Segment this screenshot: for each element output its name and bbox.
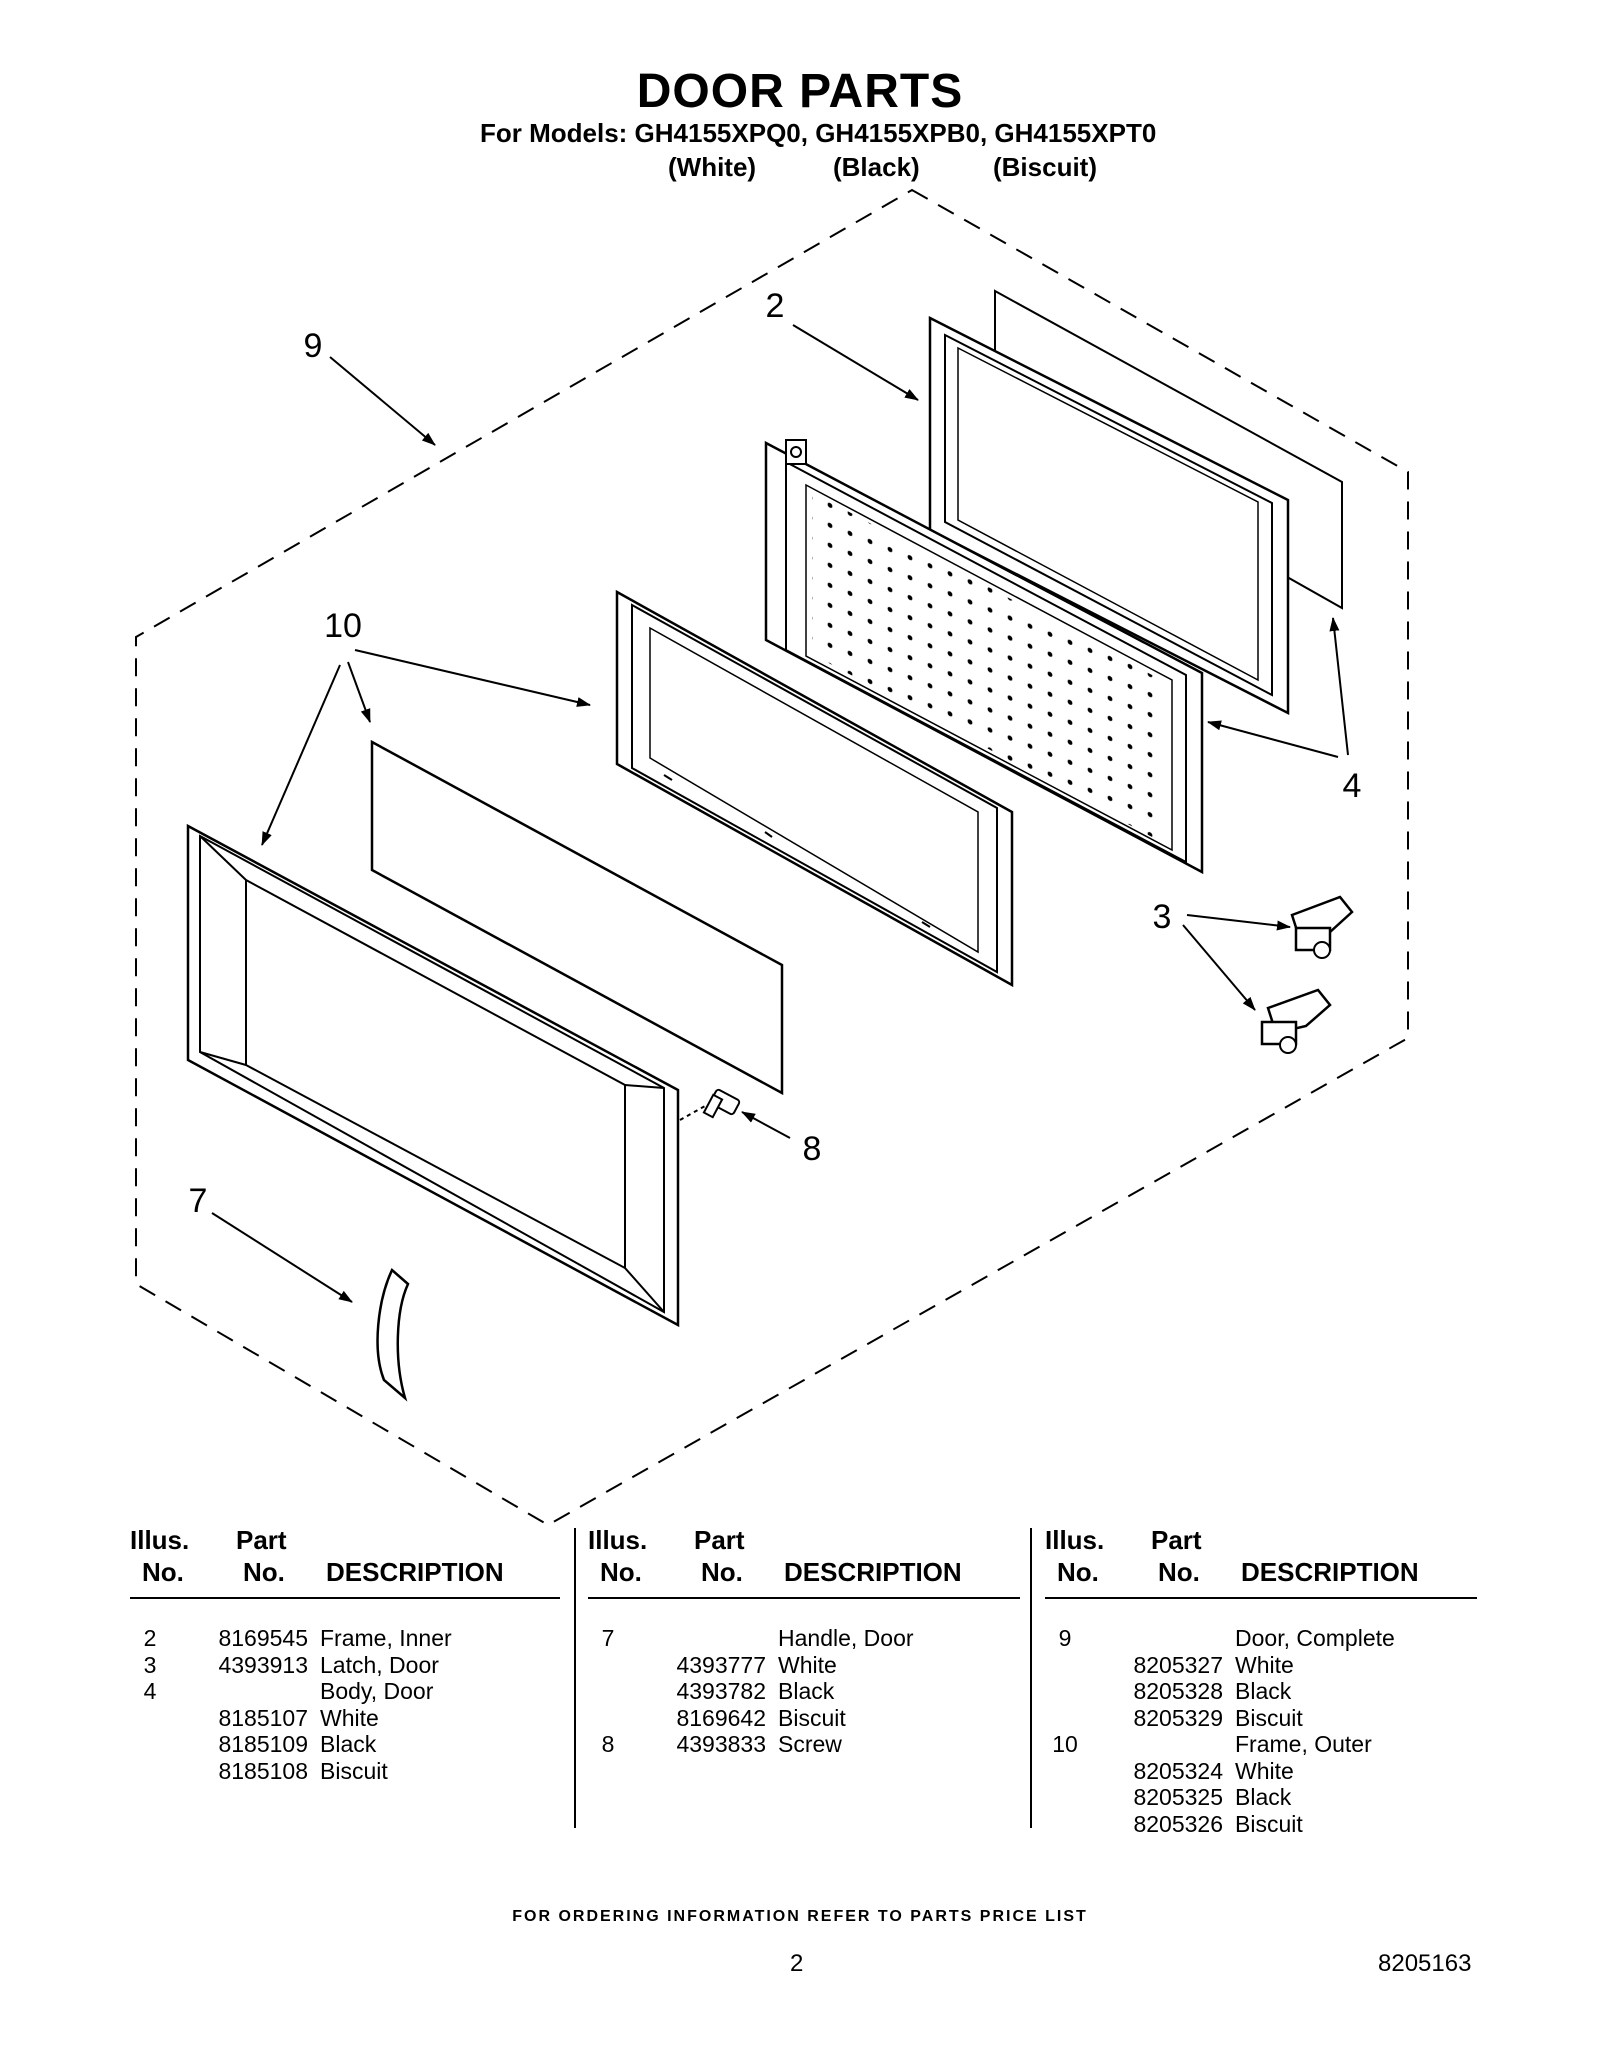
column-divider <box>1030 1528 1032 1828</box>
choke-frame-part <box>615 589 1014 988</box>
part-description: Door, Complete <box>1235 1625 1395 1651</box>
part-header-top: Part <box>1151 1525 1202 1555</box>
inner-frame-part <box>928 315 1290 716</box>
part-number: 8205327 <box>1133 1651 1223 1678</box>
callout-2: 2 <box>766 287 785 325</box>
header-rule <box>588 1597 1020 1599</box>
page-number: 2 <box>790 1950 804 1977</box>
handle-part <box>376 1267 410 1402</box>
leader-arrow-3-a <box>1186 914 1291 931</box>
part-number: 4393913 <box>218 1651 308 1678</box>
part-description: Black <box>320 1731 377 1757</box>
part-description: Biscuit <box>1235 1704 1303 1731</box>
part-description: Black <box>778 1678 835 1704</box>
part-number: 4393833 <box>676 1731 766 1757</box>
column-divider <box>574 1528 576 1828</box>
part-header-top: Part <box>236 1525 287 1555</box>
part-number: 8185107 <box>218 1704 308 1731</box>
callout-3: 3 <box>1153 898 1172 936</box>
illus-number: 2 <box>143 1625 157 1651</box>
part-header-bottom: No. <box>701 1557 743 1587</box>
description-header: DESCRIPTION <box>1241 1557 1419 1587</box>
part-number: 8205325 <box>1133 1784 1223 1810</box>
models-line: For Models: GH4155XPQ0, GH4155XPB0, GH41… <box>480 118 1157 148</box>
illus-number: 7 <box>601 1625 615 1651</box>
part-description: Latch, Door <box>320 1651 439 1678</box>
part-description: Biscuit <box>1235 1810 1303 1837</box>
part-description: Body, Door <box>320 1678 434 1704</box>
part-description: Frame, Outer <box>1235 1731 1372 1757</box>
part-number: 8185109 <box>218 1731 308 1757</box>
page-title: DOOR PARTS <box>636 65 964 118</box>
illus-header-bottom: No. <box>142 1557 184 1587</box>
document-number: 8205163 <box>1378 1950 1472 1977</box>
part-number: 8205326 <box>1133 1810 1223 1837</box>
leader-arrow-10-c <box>261 664 341 846</box>
leader-arrow-3-b <box>1182 924 1256 1011</box>
part-number: 8185108 <box>218 1757 308 1784</box>
assembly-outline <box>135 188 1409 1527</box>
illus-number: 8 <box>601 1731 615 1757</box>
part-description: Handle, Door <box>778 1625 914 1651</box>
leader-arrow-7 <box>211 1212 353 1303</box>
part-description: Frame, Inner <box>320 1625 452 1651</box>
leader-arrow-4-b <box>1329 617 1349 756</box>
illus-number: 9 <box>1058 1625 1072 1651</box>
callout-4: 4 <box>1343 767 1362 805</box>
leader-arrow-10-b <box>347 661 371 723</box>
part-header-top: Part <box>694 1525 745 1555</box>
illus-number: 4 <box>143 1678 157 1704</box>
part-header-bottom: No. <box>243 1557 285 1587</box>
part-description: Screw <box>778 1731 842 1757</box>
model-color-biscuit: (Biscuit) <box>993 152 1097 182</box>
leader-arrow-2 <box>792 324 919 401</box>
illus-header-bottom: No. <box>1057 1557 1099 1587</box>
description-header: DESCRIPTION <box>784 1557 962 1587</box>
part-description: Biscuit <box>320 1757 388 1784</box>
part-description: White <box>778 1651 837 1678</box>
callout-8: 8 <box>803 1130 822 1168</box>
callout-7: 7 <box>189 1182 208 1220</box>
description-header: DESCRIPTION <box>326 1557 504 1587</box>
outer-frame-part <box>186 823 680 1328</box>
ordering-footer: FOR ORDERING INFORMATION REFER TO PARTS … <box>512 1908 1088 1925</box>
part-description: Black <box>1235 1784 1292 1810</box>
door-body-part <box>764 439 1204 875</box>
callout-9: 9 <box>304 327 323 365</box>
front-glass-panel <box>370 739 784 1096</box>
callout-10: 10 <box>324 607 362 645</box>
illus-header-top: Illus. <box>1045 1525 1105 1555</box>
header-rule <box>1045 1597 1477 1599</box>
part-number: 8205328 <box>1133 1678 1223 1704</box>
illus-number: 3 <box>143 1651 157 1678</box>
leader-arrow-4-a <box>1207 720 1339 758</box>
part-number: 8169545 <box>218 1625 308 1651</box>
part-number: 8205324 <box>1133 1757 1223 1784</box>
illus-header-top: Illus. <box>588 1525 648 1555</box>
leader-arrow-8 <box>741 1111 791 1139</box>
part-description: White <box>320 1704 379 1731</box>
part-number: 4393777 <box>676 1651 766 1678</box>
part-description: White <box>1235 1757 1294 1784</box>
leader-arrow-10-a <box>354 649 591 707</box>
latch-lower-part <box>1260 988 1332 1054</box>
part-number: 4393782 <box>676 1678 766 1704</box>
leader-arrow-9 <box>329 356 436 446</box>
model-color-white: (White) <box>668 152 757 182</box>
part-description: White <box>1235 1651 1294 1678</box>
part-description: Biscuit <box>778 1704 846 1731</box>
part-header-bottom: No. <box>1158 1557 1200 1587</box>
illus-header-bottom: No. <box>600 1557 642 1587</box>
model-color-black: (Black) <box>833 152 920 182</box>
header-rule <box>130 1597 560 1599</box>
latch-upper-part <box>1290 895 1354 959</box>
illus-number: 10 <box>1052 1731 1078 1757</box>
exploded-parts-diagram: 2 9 10 4 3 8 7 <box>135 188 1409 1527</box>
screw-part <box>679 1088 741 1121</box>
part-description: Black <box>1235 1678 1292 1704</box>
part-number: 8169642 <box>676 1704 766 1731</box>
part-number: 8205329 <box>1133 1704 1223 1731</box>
illus-header-top: Illus. <box>130 1525 190 1555</box>
